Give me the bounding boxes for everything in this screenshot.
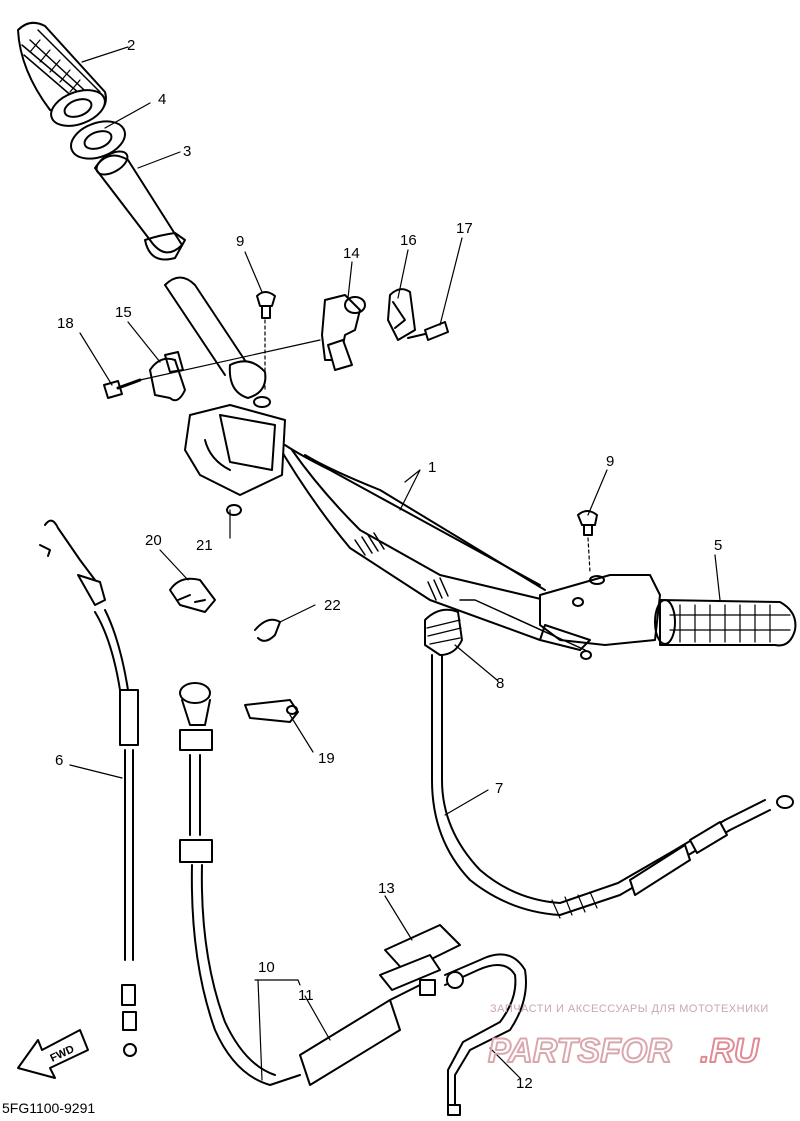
callout-4: 4 bbox=[158, 91, 166, 108]
switch-housing bbox=[539, 574, 661, 660]
callout-14: 14 bbox=[343, 245, 360, 262]
callout-17: 17 bbox=[456, 220, 473, 237]
clamp-15 bbox=[149, 351, 186, 402]
callout-2: 2 bbox=[127, 37, 135, 54]
cable-7 bbox=[424, 599, 794, 919]
clip-20 bbox=[169, 577, 216, 613]
watermark-tagline: ЗАПЧАСТИ И АКСЕССУАРЫ ДЛЯ МОТОТЕХНИКИ bbox=[490, 1003, 769, 1015]
guide-line bbox=[139, 339, 321, 381]
bracket-19 bbox=[244, 699, 299, 723]
choke-knob bbox=[179, 682, 301, 1086]
watermark-brand: PARTSFOR bbox=[488, 1032, 672, 1070]
callout-11: 11 bbox=[298, 987, 314, 1004]
grip-right bbox=[654, 599, 797, 647]
pin-22 bbox=[254, 618, 281, 642]
throttle-sleeve bbox=[94, 150, 186, 261]
callout-16: 16 bbox=[400, 232, 417, 249]
screw-18 bbox=[103, 378, 142, 399]
callout-20: 20 bbox=[145, 532, 162, 549]
callout-15: 15 bbox=[115, 304, 132, 321]
washer bbox=[70, 120, 126, 160]
diagram-code: 5FG1100-9291 bbox=[2, 1100, 96, 1116]
callout-10: 10 bbox=[258, 959, 275, 976]
watermark-domain: .RU bbox=[700, 1032, 760, 1070]
callout-9-right: 9 bbox=[606, 453, 614, 470]
callout-22: 22 bbox=[324, 597, 341, 614]
callout-9-left: 9 bbox=[236, 233, 244, 250]
callout-19: 19 bbox=[318, 750, 335, 767]
bolt-9-right bbox=[577, 510, 598, 573]
callout-6: 6 bbox=[55, 752, 63, 769]
callout-8: 8 bbox=[496, 675, 504, 692]
cover-13 bbox=[379, 924, 461, 991]
leader-lines bbox=[69, 46, 721, 1081]
callout-1: 1 bbox=[428, 459, 436, 476]
cable-12 bbox=[444, 953, 527, 1116]
clip-16 bbox=[387, 288, 416, 341]
clamp-14 bbox=[321, 294, 366, 371]
callout-18: 18 bbox=[57, 315, 74, 332]
grip-left bbox=[17, 21, 107, 127]
watermark: ЗАПЧАСТИ И АКСЕССУАРЫ ДЛЯ МОТОТЕХНИКИ PA… bbox=[487, 1003, 769, 1071]
cable-11 bbox=[299, 979, 436, 1086]
callout-21: 21 bbox=[196, 537, 213, 554]
callout-13: 13 bbox=[378, 880, 395, 897]
callout-3: 3 bbox=[183, 143, 191, 160]
cable-6 bbox=[39, 519, 139, 1057]
callout-7: 7 bbox=[495, 780, 503, 797]
callout-12: 12 bbox=[516, 1075, 533, 1092]
callout-5: 5 bbox=[714, 537, 722, 554]
bolt-9-left bbox=[256, 291, 276, 391]
fwd-arrow-icon: FWD bbox=[17, 1029, 89, 1079]
throttle-housing bbox=[184, 360, 286, 516]
handlebar bbox=[164, 276, 546, 641]
screw-17 bbox=[407, 321, 449, 341]
callout-labels: 1 2 3 4 5 6 7 8 9 9 10 11 12 13 14 15 16… bbox=[55, 37, 722, 1092]
